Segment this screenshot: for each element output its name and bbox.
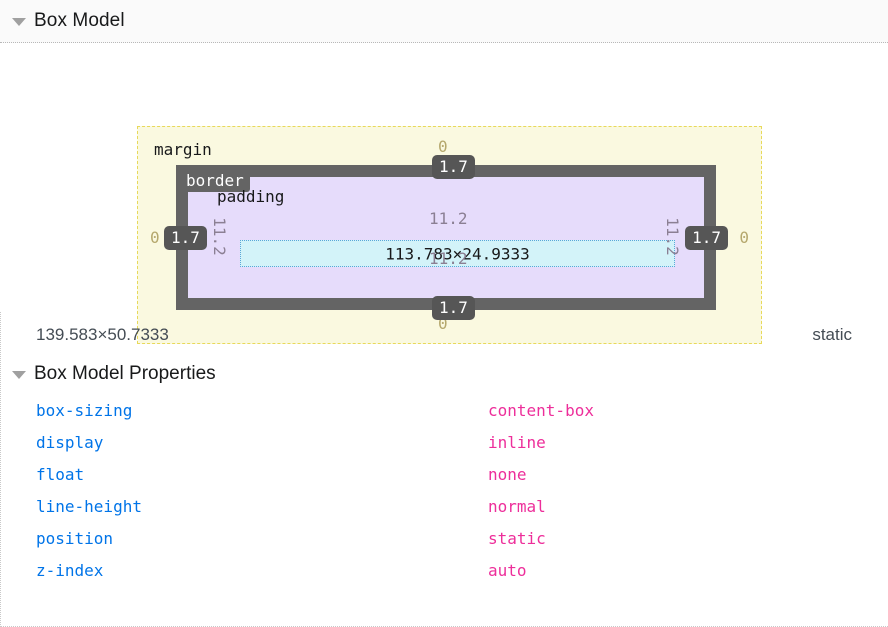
margin-region-label: margin xyxy=(154,140,212,159)
border-bottom-value[interactable]: 1.7 xyxy=(432,296,475,320)
box-model-summary: 139.583×50.7333 static xyxy=(0,311,888,358)
property-row-display[interactable]: display inline xyxy=(0,426,888,458)
margin-top-value[interactable]: 0 xyxy=(438,137,448,156)
caret-down-icon[interactable] xyxy=(12,18,26,26)
margin-bottom-value[interactable]: 0 xyxy=(438,314,448,333)
padding-left-value[interactable]: 11.2 xyxy=(209,217,229,256)
margin-left-value[interactable]: 0 xyxy=(150,228,160,247)
property-value[interactable]: normal xyxy=(488,496,546,516)
property-name: float xyxy=(36,464,85,484)
border-left-value[interactable]: 1.7 xyxy=(164,226,207,250)
properties-section-title: Box Model Properties xyxy=(34,363,216,384)
box-model-padding-region[interactable]: padding 11.2 11.2 11.2 11.2 113.783×24.9… xyxy=(188,177,704,298)
box-model-diagram: margin 0 0 0 0 border 1.7 1.7 1.7 1.7 pa… xyxy=(0,43,888,344)
border-right-value[interactable]: 1.7 xyxy=(685,226,728,250)
property-value[interactable]: inline xyxy=(488,432,546,452)
property-name: box-sizing xyxy=(36,400,133,420)
padding-region-label: padding xyxy=(217,187,285,206)
property-row-line-height[interactable]: line-height normal xyxy=(0,490,888,522)
border-top-value[interactable]: 1.7 xyxy=(432,155,475,179)
property-name: line-height xyxy=(36,496,142,516)
padding-bottom-value[interactable]: 11.2 xyxy=(429,249,468,268)
page-title: Box Model xyxy=(34,10,125,31)
box-model-properties-list: box-sizing content-box display inline fl… xyxy=(0,390,888,586)
property-row-float[interactable]: float none xyxy=(0,458,888,490)
content-size-value: 113.783×24.9333 xyxy=(385,244,530,263)
box-model-properties-header[interactable]: Box Model Properties xyxy=(0,358,888,390)
margin-right-value[interactable]: 0 xyxy=(739,228,749,247)
border-region-label: border xyxy=(181,170,250,192)
padding-right-value[interactable]: 11.2 xyxy=(663,217,683,256)
property-name: z-index xyxy=(36,560,104,580)
element-size-value: 139.583×50.7333 xyxy=(36,324,169,344)
property-value[interactable]: content-box xyxy=(488,400,594,420)
property-name: display xyxy=(36,432,104,452)
padding-top-value[interactable]: 11.2 xyxy=(429,209,468,228)
property-value[interactable]: none xyxy=(488,464,527,484)
property-row-box-sizing[interactable]: box-sizing content-box xyxy=(0,394,888,426)
property-name: position xyxy=(36,528,114,548)
property-value[interactable]: static xyxy=(488,528,546,548)
box-model-content-region[interactable]: 113.783×24.9333 xyxy=(240,240,675,267)
box-model-section-header[interactable]: Box Model xyxy=(0,0,888,43)
property-value[interactable]: auto xyxy=(488,560,527,580)
box-model-margin-region[interactable]: margin 0 0 0 0 border 1.7 1.7 1.7 1.7 pa… xyxy=(137,126,762,344)
left-rail-divider xyxy=(0,43,2,627)
element-position-value: static xyxy=(812,324,852,344)
property-row-position[interactable]: position static xyxy=(0,522,888,554)
property-row-z-index[interactable]: z-index auto xyxy=(0,554,888,586)
box-model-border-region[interactable]: border 1.7 1.7 1.7 1.7 padding 11.2 11.2… xyxy=(164,155,728,320)
caret-down-icon[interactable] xyxy=(12,371,26,379)
